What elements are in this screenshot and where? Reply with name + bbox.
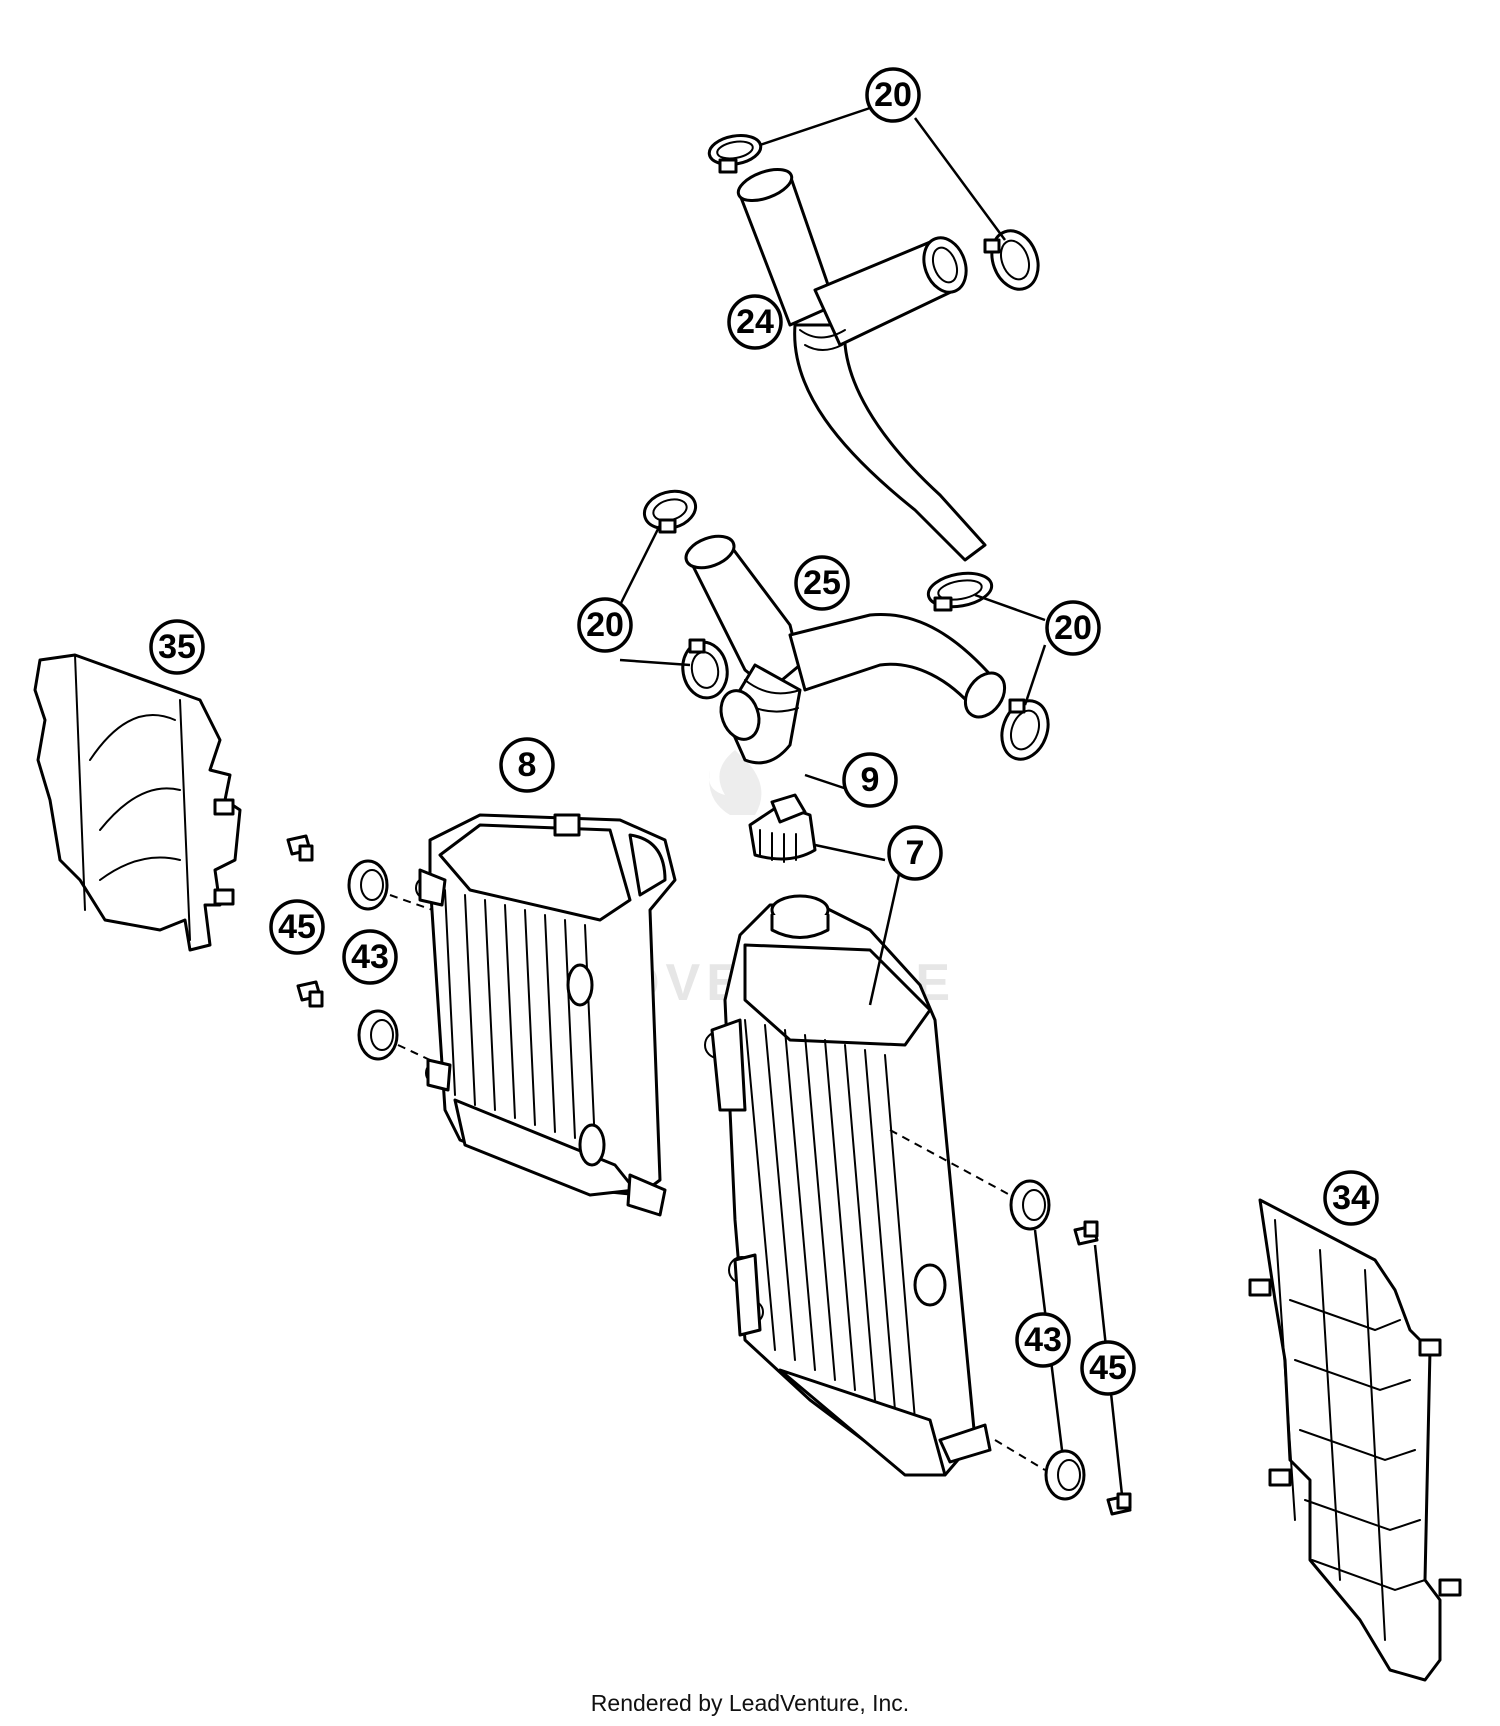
upper-y-hose[interactable]: [734, 163, 987, 562]
screw[interactable]: [296, 980, 324, 1008]
grommet[interactable]: [1044, 1449, 1086, 1501]
hose-clamp[interactable]: [994, 694, 1056, 765]
hose-clamp[interactable]: [983, 224, 1046, 295]
svg-text:45: 45: [278, 908, 316, 946]
grommet[interactable]: [347, 859, 389, 911]
radiator-cap[interactable]: [748, 793, 817, 863]
callout-20: 20: [1045, 600, 1101, 656]
callout-43: 43: [1015, 1312, 1071, 1368]
callout-8: 8: [499, 737, 555, 793]
render-credit: Rendered by LeadVenture, Inc.: [590, 1690, 910, 1716]
callout-43: 43: [342, 929, 398, 985]
svg-text:8: 8: [518, 746, 537, 784]
callout-45: 45: [1080, 1340, 1136, 1396]
leader-lines: [608, 106, 1047, 1006]
hose-clamp[interactable]: [707, 132, 763, 174]
right-radiator-grille[interactable]: [1248, 1198, 1462, 1682]
svg-text:43: 43: [351, 938, 389, 976]
grommet[interactable]: [357, 1009, 399, 1061]
callout-9: 9: [842, 752, 898, 808]
svg-text:20: 20: [1054, 609, 1092, 647]
svg-text:45: 45: [1089, 1349, 1127, 1387]
right-radiator[interactable]: [704, 894, 992, 1477]
hose-clamp[interactable]: [640, 486, 700, 534]
callout-34: 34: [1323, 1170, 1379, 1226]
screw[interactable]: [286, 834, 314, 862]
svg-text:7: 7: [906, 834, 925, 872]
svg-text:24: 24: [736, 303, 774, 341]
callout-20: 20: [865, 67, 921, 123]
svg-text:35: 35: [158, 628, 196, 666]
left-radiator[interactable]: [415, 813, 677, 1217]
lower-y-hose[interactable]: [682, 530, 1013, 765]
hose-clamp[interactable]: [926, 569, 995, 612]
grommet[interactable]: [1009, 1179, 1051, 1231]
callout-25: 25: [794, 555, 850, 611]
svg-text:43: 43: [1024, 1321, 1062, 1359]
callout-24: 24: [727, 294, 783, 350]
callout-45: 45: [269, 899, 325, 955]
svg-text:20: 20: [586, 606, 624, 644]
screw[interactable]: [1106, 1492, 1132, 1516]
svg-text:9: 9: [861, 761, 880, 799]
callout-20: 20: [577, 597, 633, 653]
svg-text:25: 25: [803, 564, 841, 602]
callout-35: 35: [149, 619, 205, 675]
svg-text:34: 34: [1332, 1179, 1370, 1217]
callout-7: 7: [887, 825, 943, 881]
hose-clamp[interactable]: [678, 638, 731, 702]
left-radiator-shroud[interactable]: [33, 653, 242, 952]
screw[interactable]: [1073, 1220, 1099, 1246]
svg-text:20: 20: [874, 76, 912, 114]
